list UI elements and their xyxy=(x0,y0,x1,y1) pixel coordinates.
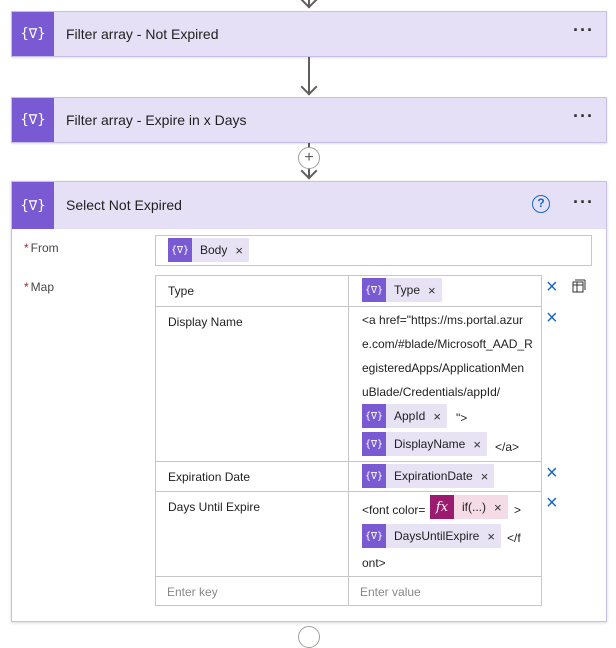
token-label: DaysUntilExpire xyxy=(394,529,480,543)
map-key-text: Expiration Date xyxy=(168,470,251,484)
token-label: Type xyxy=(394,283,421,297)
fx-icon: fx xyxy=(430,495,454,519)
map-key-cell[interactable]: Expiration Date xyxy=(155,461,349,492)
token-appid[interactable]: {∇} AppId × xyxy=(362,404,447,428)
remove-token-icon[interactable]: × xyxy=(487,528,495,544)
delete-row-icon[interactable]: × xyxy=(546,276,558,298)
token-expression-icon: {∇} xyxy=(362,432,386,456)
token-label: DisplayName xyxy=(394,437,466,451)
select-data-operation-icon: {∇} xyxy=(12,182,54,229)
connector-line xyxy=(308,0,310,6)
token-displayname[interactable]: {∇} DisplayName × xyxy=(362,432,487,456)
card-title: Filter array - Expire in x Days xyxy=(66,112,247,128)
filter-array-icon: {∇} xyxy=(12,12,54,56)
value-text: ont> xyxy=(362,556,386,570)
action-card-filter-not-expired[interactable]: {∇} Filter array - Not Expired ··· xyxy=(11,11,607,57)
remove-token-icon[interactable]: × xyxy=(480,468,489,484)
token-daysuntilexpire[interactable]: {∇} DaysUntilExpire × xyxy=(362,524,501,548)
token-type[interactable]: {∇} Type × xyxy=(362,278,442,302)
value-text: > xyxy=(514,503,522,517)
insert-step-button[interactable]: + xyxy=(298,147,320,169)
token-expression-icon: {∇} xyxy=(362,278,386,302)
token-expression-icon: {∇} xyxy=(362,464,386,488)
delete-row-icon[interactable]: × xyxy=(546,492,558,514)
map-key-text: Type xyxy=(168,284,195,298)
map-key-text: Display Name xyxy=(168,315,243,329)
value-text-line: egisteredApps/ApplicationMen xyxy=(362,361,525,375)
from-label: *From xyxy=(24,241,59,255)
map-label: *Map xyxy=(24,280,54,294)
value-text: </f xyxy=(507,531,521,545)
value-text: <font color= xyxy=(362,503,426,517)
remove-token-icon[interactable]: × xyxy=(473,436,481,452)
card-title: Select Not Expired xyxy=(66,197,182,213)
map-value-input[interactable]: Enter value xyxy=(348,576,542,606)
help-icon[interactable]: ? xyxy=(532,195,550,213)
map-key-cell[interactable]: Days Until Expire xyxy=(155,491,349,577)
token-body[interactable]: {∇} Body × xyxy=(168,238,249,262)
remove-token-icon[interactable]: × xyxy=(494,499,502,515)
action-card-filter-expire-in-days[interactable]: {∇} Filter array - Expire in x Days ··· xyxy=(11,97,607,143)
from-label-text: From xyxy=(30,241,59,255)
token-expression-icon: {∇} xyxy=(168,238,192,262)
more-options-icon[interactable]: ··· xyxy=(573,106,594,126)
map-key-cell[interactable]: Display Name xyxy=(155,306,349,462)
key-placeholder: Enter key xyxy=(167,585,218,599)
value-text: "> xyxy=(456,411,468,425)
token-label: Body xyxy=(200,243,228,257)
map-key-cell[interactable]: Type xyxy=(155,275,349,307)
value-text-line: uBlade/Credentials/appId/ xyxy=(362,385,501,399)
delete-row-icon[interactable]: × xyxy=(546,307,558,329)
value-text-line: e.com/#blade/Microsoft_AAD_R xyxy=(362,337,533,351)
switch-to-text-mode-icon[interactable] xyxy=(572,279,586,293)
map-key-text: Days Until Expire xyxy=(168,500,261,514)
token-expirationdate[interactable]: {∇} ExpirationDate × xyxy=(362,464,495,488)
map-key-input[interactable]: Enter key xyxy=(155,576,349,606)
remove-token-icon[interactable]: × xyxy=(428,282,436,298)
token-label: if(...) xyxy=(462,500,486,514)
token-expression-icon: {∇} xyxy=(362,524,386,548)
arrow-down-icon xyxy=(300,78,318,96)
insert-step-button[interactable] xyxy=(298,626,320,648)
value-placeholder: Enter value xyxy=(360,585,421,599)
arrow-down-icon xyxy=(300,0,318,9)
delete-row-icon[interactable]: × xyxy=(546,462,558,484)
remove-token-icon[interactable]: × xyxy=(235,242,243,258)
remove-token-icon[interactable]: × xyxy=(433,408,441,424)
map-label-text: Map xyxy=(30,280,55,294)
more-options-icon[interactable]: ··· xyxy=(573,20,594,40)
required-marker: * xyxy=(24,280,29,294)
token-label: ExpirationDate xyxy=(394,469,473,483)
required-marker: * xyxy=(24,241,29,255)
card-header[interactable]: {∇} Select Not Expired ? ··· xyxy=(12,182,606,229)
token-expression-icon: {∇} xyxy=(362,404,386,428)
connector-line xyxy=(308,57,310,94)
value-text-line: <a href="https://ms.portal.azur xyxy=(362,313,524,327)
filter-array-icon: {∇} xyxy=(12,98,54,142)
token-label: AppId xyxy=(394,409,426,423)
more-options-icon[interactable]: ··· xyxy=(573,192,594,212)
token-if-expression[interactable]: fx if(...) × xyxy=(430,495,508,519)
card-title: Filter array - Not Expired xyxy=(66,26,219,42)
value-text: </a> xyxy=(495,440,520,454)
